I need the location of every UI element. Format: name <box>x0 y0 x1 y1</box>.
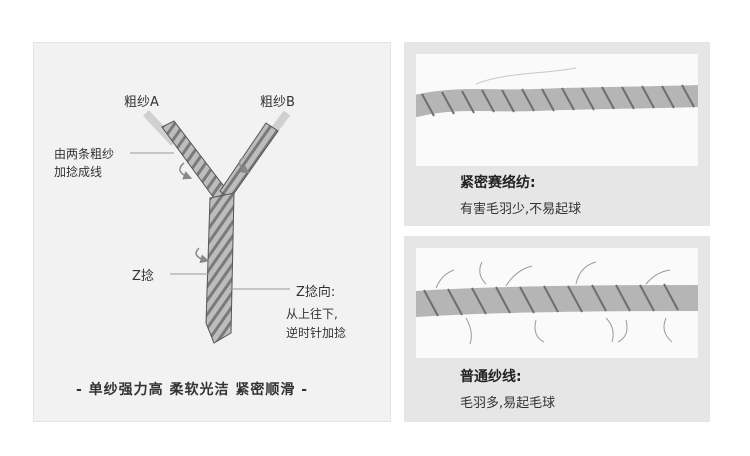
dense-yarn-body <box>416 85 698 117</box>
twist-diagram-panel: 粗纱A 粗纱B 由两条粗纱 加捻成线 Z捻 Z捻向: 从上往下, 逆时针加捻 -… <box>33 42 391 422</box>
feature-footer: - 单纱强力高 柔软光洁 紧密顺滑 - <box>76 382 309 398</box>
yarn-a-strand <box>161 120 230 202</box>
normal-yarn-twist-lines <box>423 283 679 317</box>
dense-yarn-twist-lines <box>421 84 695 117</box>
merged-yarn-stem <box>205 192 235 344</box>
z-direction-line1: 从上往下, <box>286 307 338 321</box>
normal-yarn-desc: 毛羽多,易起毛球 <box>460 396 556 411</box>
dense-yarn-image <box>416 54 698 166</box>
normal-yarn-title: 普通纱线: <box>460 369 522 385</box>
dense-yarn-desc: 有害毛羽少,不易起球 <box>460 202 582 217</box>
dense-yarn-panel: 紧密赛络纺: 有害毛羽少,不易起球 <box>404 42 710 226</box>
twist-note-line1: 由两条粗纱 <box>54 147 115 161</box>
rotation-arrow-stem-icon <box>195 247 210 264</box>
normal-yarn-panel: 普通纱线: 毛羽多,易起毛球 <box>404 236 710 422</box>
yarn-twist-diagram <box>130 110 291 344</box>
twist-note-line2: 加捻成线 <box>54 165 103 179</box>
yarn-b-strand <box>219 122 279 200</box>
z-direction-title: Z捻向: <box>296 285 336 300</box>
rotation-arrow-left-icon <box>179 162 193 180</box>
dense-yarn-title: 紧密赛络纺: <box>460 175 536 191</box>
normal-yarn-hairs <box>435 261 673 345</box>
yarn-a-feed-arrow <box>143 110 177 146</box>
normal-yarn-body <box>416 285 698 317</box>
normal-yarn-image <box>416 248 698 358</box>
yarn-a-label: 粗纱A <box>124 95 159 110</box>
rotation-arrow-right-icon <box>238 156 250 174</box>
dense-yarn-fiber <box>475 67 577 85</box>
yarn-b-label: 粗纱B <box>260 95 295 110</box>
z-twist-label: Z捻 <box>132 269 154 284</box>
z-direction-line2: 逆时针加捻 <box>286 326 347 340</box>
